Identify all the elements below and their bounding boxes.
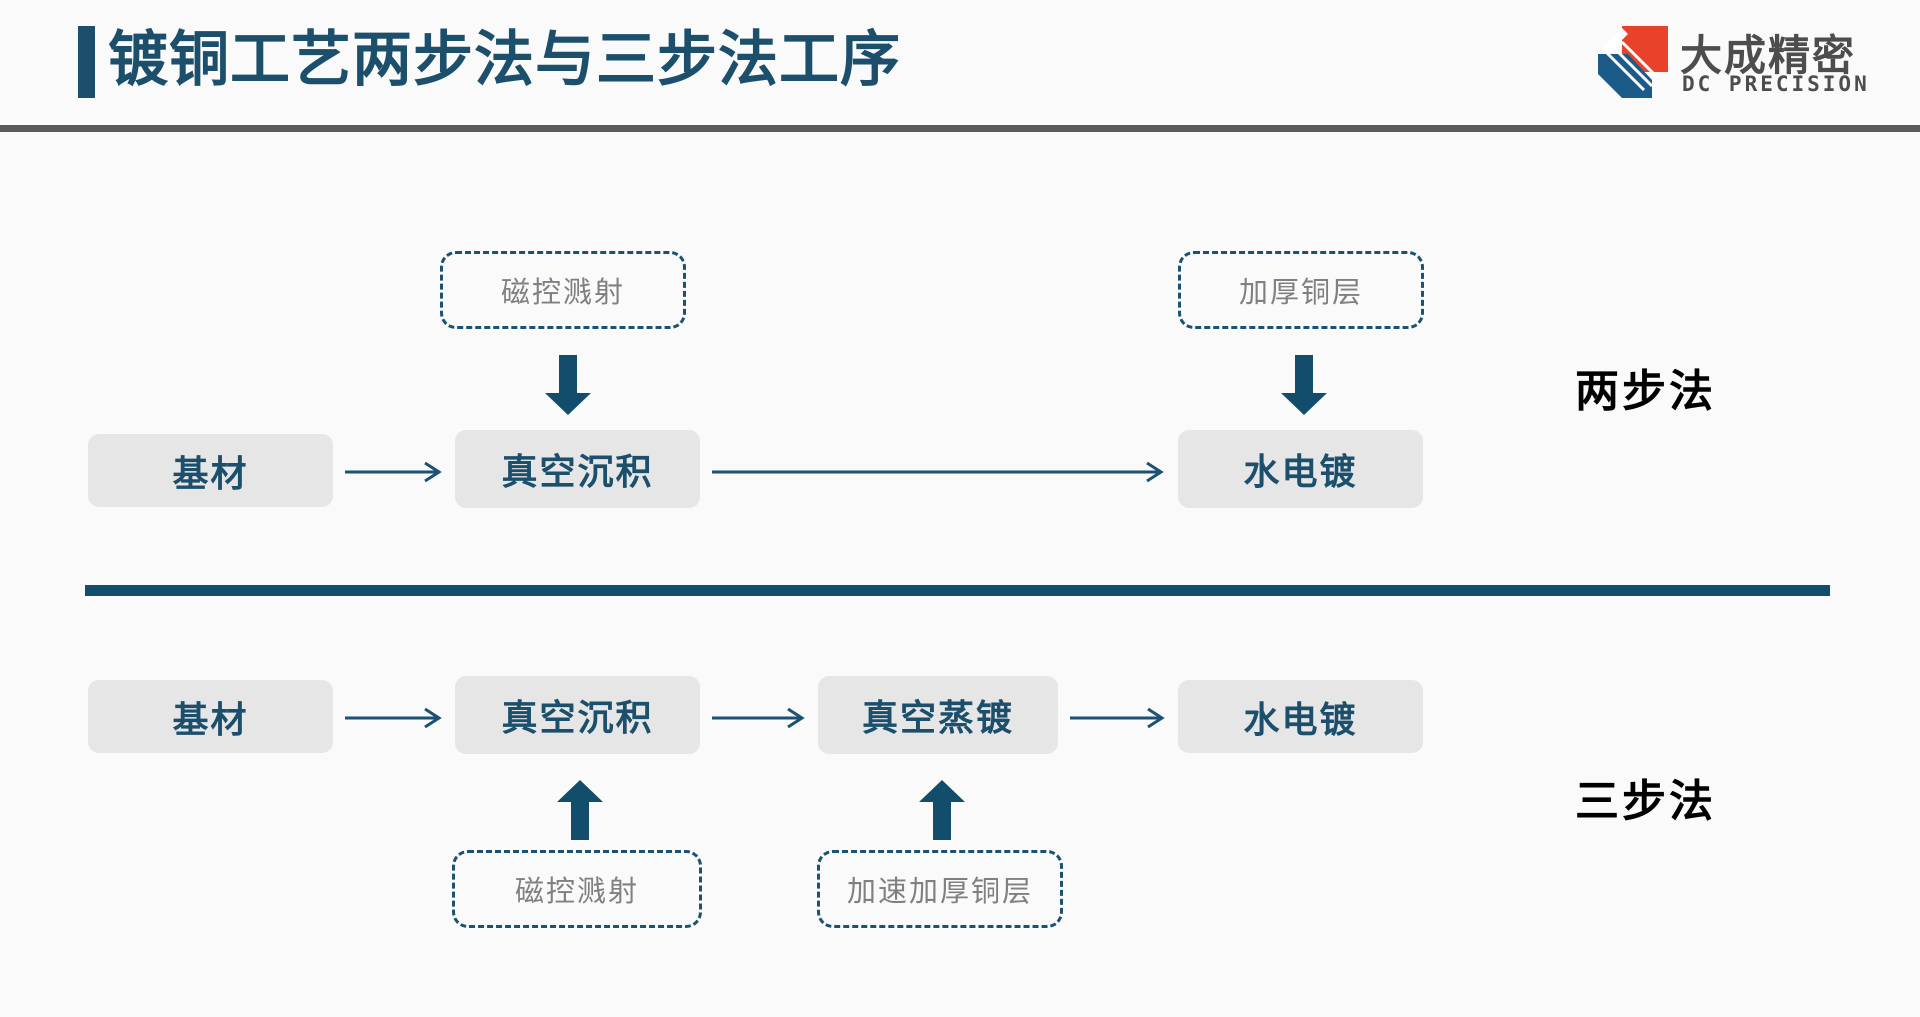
company-logo: 大成精密 DC PRECISION (1592, 20, 1882, 106)
section-label-two-step: 两步法 (1575, 367, 1716, 416)
process-label: 真空沉积 (501, 451, 654, 492)
logo-name-cn: 大成精密 (1680, 32, 1857, 79)
up-arrow-icon-accel-copper-three-step (917, 778, 967, 845)
page-title: 镀铜工艺两步法与三步法工序 (108, 26, 901, 93)
process-label: 真空蒸镀 (861, 697, 1014, 738)
title-accent-bar (78, 26, 95, 98)
annotation-label: 加速加厚铜层 (846, 876, 1033, 908)
annotation-label: 加厚铜层 (1238, 277, 1363, 309)
flow-arrow-icon-three-step-2 (712, 706, 808, 730)
process-label: 基材 (172, 698, 249, 740)
section-divider (85, 585, 1830, 596)
up-arrow-icon-sputtering-three-step (555, 778, 605, 845)
process-label: 水电镀 (1243, 451, 1358, 492)
process-box-three-step-1[interactable]: 基材 (88, 680, 333, 753)
section-label-three-step: 三步法 (1575, 777, 1716, 826)
process-label: 水电镀 (1243, 698, 1358, 740)
process-box-two-step-2[interactable]: 真空沉积 (455, 430, 700, 508)
process-label: 真空沉积 (501, 697, 654, 738)
logo-mark-icon (1592, 24, 1674, 102)
down-arrow-icon-sputtering-two-step (543, 355, 593, 422)
process-box-two-step-1[interactable]: 基材 (88, 434, 333, 507)
flow-arrow-icon-two-step-1 (345, 460, 445, 484)
annotation-box-sputtering-three-step[interactable]: 磁控溅射 (452, 850, 702, 928)
annotation-label: 磁控溅射 (514, 876, 639, 908)
down-arrow-icon-thick-copper-two-step (1279, 355, 1329, 422)
slide-header: 镀铜工艺两步法与三步法工序 大成精密 DC PRECISION (0, 0, 1920, 125)
process-box-three-step-3[interactable]: 真空蒸镀 (818, 676, 1058, 754)
header-divider (0, 125, 1920, 132)
process-box-three-step-4[interactable]: 水电镀 (1178, 680, 1423, 753)
process-box-three-step-2[interactable]: 真空沉积 (455, 676, 700, 754)
process-box-two-step-3[interactable]: 水电镀 (1178, 430, 1423, 508)
flow-arrow-icon-two-step-2 (712, 460, 1167, 484)
logo-name-en: DC PRECISION (1682, 72, 1870, 96)
annotation-box-thick-copper-two-step[interactable]: 加厚铜层 (1178, 251, 1424, 329)
annotation-box-sputtering-two-step[interactable]: 磁控溅射 (440, 251, 686, 329)
flow-arrow-icon-three-step-1 (345, 706, 445, 730)
annotation-box-accel-copper-three-step[interactable]: 加速加厚铜层 (817, 850, 1063, 928)
process-label: 基材 (172, 452, 249, 494)
annotation-label: 磁控溅射 (500, 277, 625, 309)
flow-arrow-icon-three-step-3 (1070, 706, 1168, 730)
logo-wordmark: 大成精密 DC PRECISION (1680, 20, 1880, 106)
